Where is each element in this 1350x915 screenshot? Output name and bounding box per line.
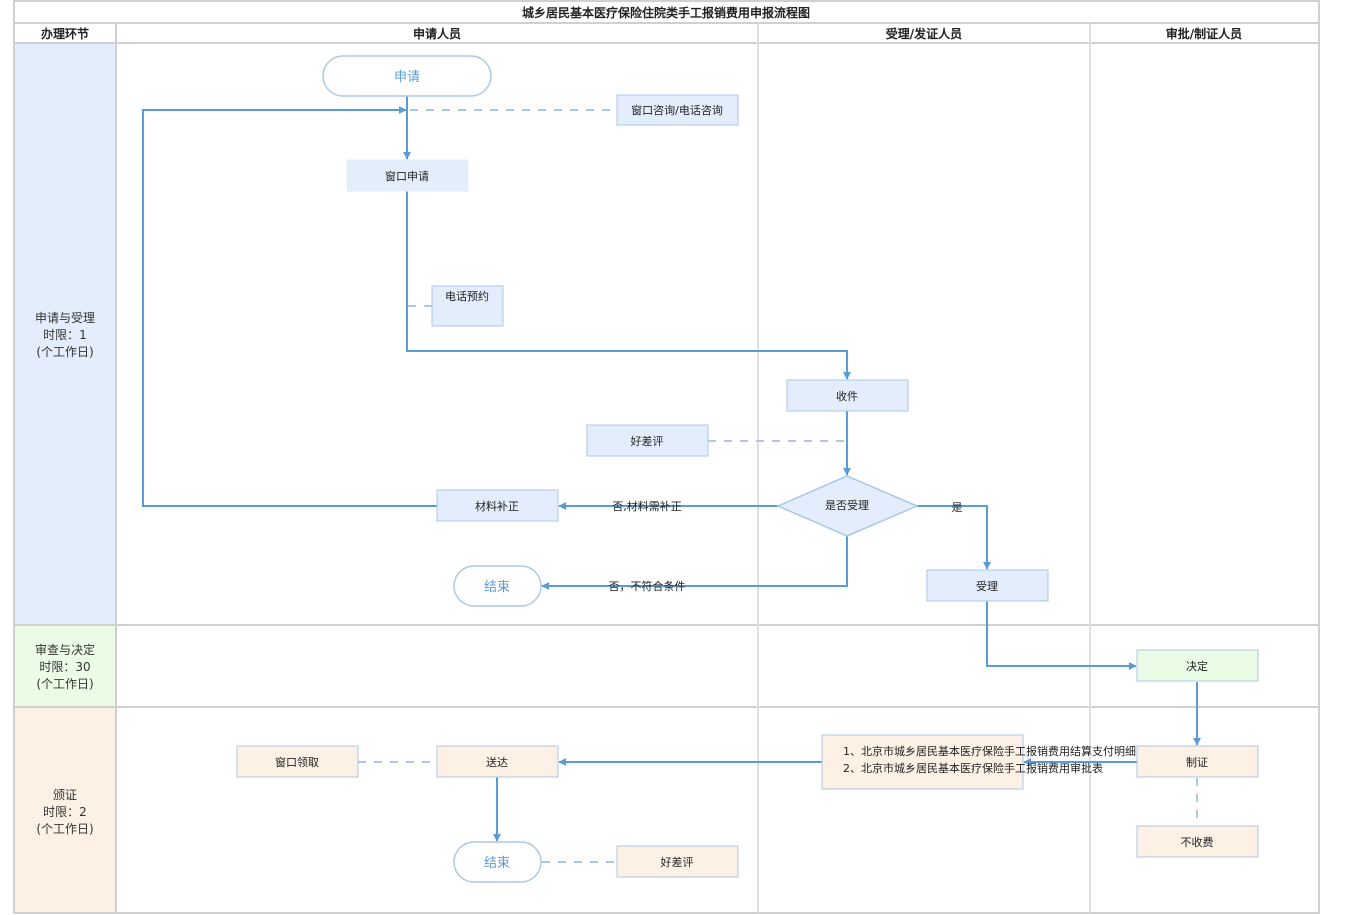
node-window-pickup-label: 窗口领取 [275, 755, 319, 769]
node-window-pickup[interactable]: 窗口领取 [236, 745, 359, 778]
node-decision[interactable]: 是否受理 [776, 475, 919, 537]
node-rating-1[interactable]: 好差评 [586, 424, 709, 457]
node-no-fee-label: 不收费 [1181, 835, 1214, 849]
edge-decision-to-end [541, 536, 848, 590]
node-deliver[interactable]: 送达 [436, 745, 559, 778]
node-receive[interactable]: 收件 [786, 379, 909, 412]
column-header-receiver: 受理/发证人员 [886, 26, 962, 41]
node-documents[interactable]: 1、北京市城乡居民基本医疗保险手工报销费用结算支付明细表 2、北京市城乡居民基本… [821, 734, 1147, 790]
lane-dividers [757, 23, 1091, 913]
node-supplement-label: 材料补正 [475, 499, 519, 513]
node-decision-label: 是否受理 [825, 499, 869, 512]
edge-decision-to-accept [917, 505, 991, 570]
node-rating-2[interactable]: 好差评 [616, 845, 739, 878]
node-supplement[interactable]: 材料补正 [436, 489, 559, 522]
stage-limit: 时限：30 [39, 660, 90, 674]
column-header-stage: 办理环节 [41, 26, 89, 41]
node-end-2[interactable]: 结束 [453, 841, 542, 883]
column-header-approver: 审批/制证人员 [1166, 26, 1242, 41]
node-consult[interactable]: 窗口咨询/电话咨询 [616, 94, 739, 126]
node-end-2-label: 结束 [484, 856, 510, 871]
node-start[interactable]: 申请 [322, 55, 492, 97]
edge-label-yes: 是 [952, 501, 963, 514]
node-phone-booking-label: 电话预约 [445, 290, 489, 303]
stage-bg-review [15, 625, 116, 707]
page-title: 城乡居民基本医疗保险住院类手工报销费用申报流程图 [522, 5, 810, 20]
node-window-apply-label: 窗口申请 [385, 169, 429, 183]
node-start-label: 申请 [394, 70, 420, 85]
edge-supplement-loop [142, 106, 437, 507]
node-consult-label: 窗口咨询/电话咨询 [631, 103, 723, 117]
stage-name: 申请与受理 [35, 311, 95, 325]
edge-label-no-reject: 否，不符合条件 [609, 579, 686, 593]
edge-apply-to-receive [406, 191, 851, 380]
edge-label-no-supplement: 否,材料需补正 [612, 499, 682, 513]
node-accept-label: 受理 [976, 580, 998, 593]
node-receive-label: 收件 [836, 389, 858, 403]
stage-limit: 时限：2 [43, 805, 87, 819]
node-end-1[interactable]: 结束 [453, 565, 542, 607]
column-header-applicant: 申请人员 [413, 26, 461, 41]
node-deliver-label: 送达 [486, 755, 508, 769]
stage-bg-issue [15, 707, 116, 913]
stage-bg-apply [15, 43, 116, 625]
node-accept[interactable]: 受理 [926, 569, 1049, 602]
stage-name: 颁证 [53, 787, 77, 802]
node-decide[interactable]: 决定 [1136, 649, 1259, 682]
node-make-cert[interactable]: 制证 [1136, 745, 1259, 778]
node-documents-line-1: 1、北京市城乡居民基本医疗保险手工报销费用结算支付明细表 [843, 744, 1147, 758]
node-documents-line-2: 2、北京市城乡居民基本医疗保险手工报销费用审批表 [843, 761, 1103, 775]
dashed-associations [358, 109, 1198, 863]
node-make-cert-label: 制证 [1186, 756, 1208, 769]
stage-limit: 时限：1 [43, 328, 87, 342]
connectors [142, 96, 1201, 842]
stage-unit: (个工作日) [36, 345, 93, 359]
node-window-apply[interactable]: 窗口申请 [346, 159, 469, 192]
node-rating-1-label: 好差评 [631, 434, 664, 448]
node-decide-label: 决定 [1186, 659, 1208, 673]
stage-name: 审查与决定 [35, 642, 95, 657]
node-no-fee[interactable]: 不收费 [1136, 825, 1259, 858]
table-grid [13, 0, 1320, 914]
stage-unit: (个工作日) [36, 822, 93, 836]
edge-accept-to-decide [986, 601, 1137, 670]
node-phone-booking[interactable]: 电话预约 [431, 285, 504, 327]
stage-label-review: 审查与决定 时限：30 (个工作日) [35, 642, 95, 691]
stage-label-apply: 申请与受理 时限：1 (个工作日) [35, 311, 95, 359]
node-end-1-label: 结束 [484, 580, 510, 595]
stage-unit: (个工作日) [36, 677, 93, 691]
node-rating-2-label: 好差评 [661, 855, 694, 869]
stage-label-issue: 颁证 时限：2 (个工作日) [36, 787, 93, 836]
